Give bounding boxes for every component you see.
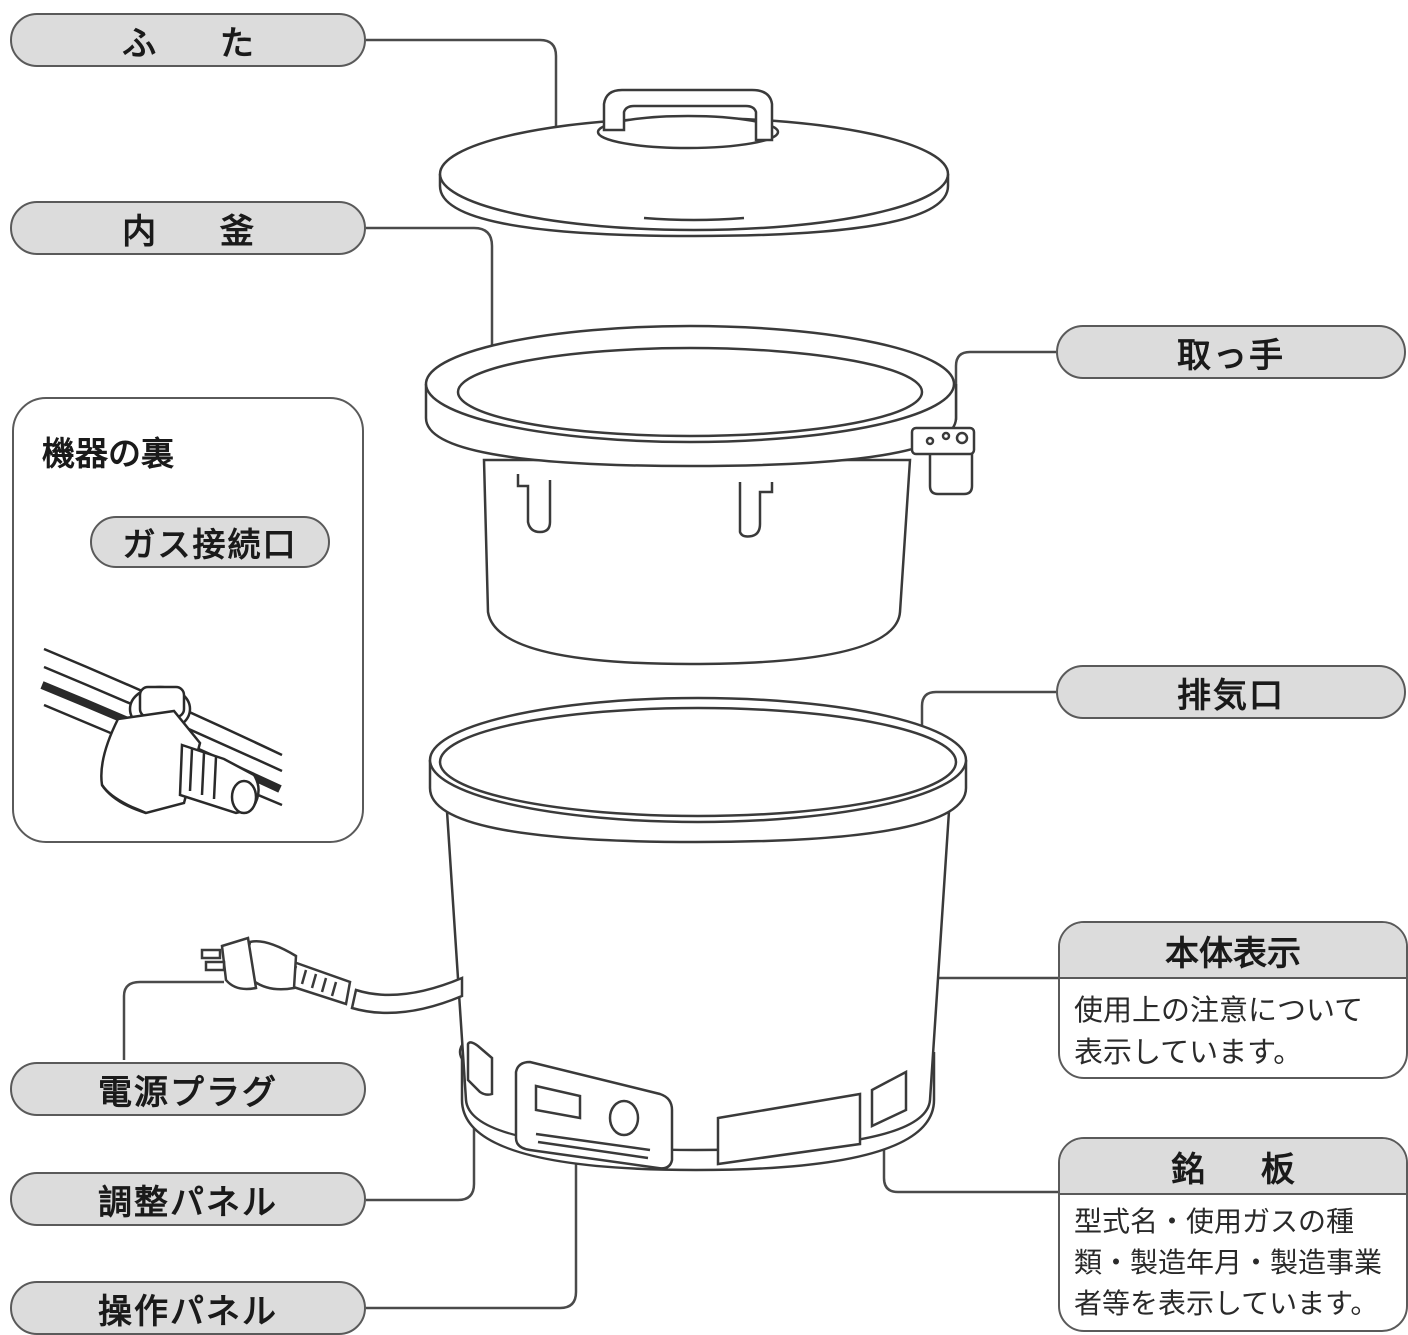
- nameplate-box: 銘 板 型式名・使用ガスの種 類・製造年月・製造事業 者等を表示しています。: [1058, 1137, 1408, 1332]
- leader-inner-pot: [366, 226, 494, 382]
- leader-nameplate: [882, 1118, 1058, 1194]
- nameplate-description: 型式名・使用ガスの種 類・製造年月・製造事業 者等を表示しています。: [1074, 1205, 1383, 1320]
- back-of-device-inset: 機器の裏 ガス接続口: [12, 397, 364, 843]
- leader-handle: [954, 350, 1056, 420]
- handle-label: 取っ手: [1056, 325, 1406, 379]
- inner-pot-label: 内 釜: [10, 201, 366, 255]
- lid-label: ふ た: [10, 13, 366, 67]
- nameplate-title: 銘 板: [1060, 1139, 1406, 1195]
- leader-lid: [366, 38, 558, 148]
- body-label-title: 本体表示: [1060, 923, 1406, 979]
- power-plug-drawing: [200, 936, 464, 1015]
- power-plug-label: 電源プラグ: [10, 1062, 366, 1116]
- leader-exhaust: [920, 690, 1056, 778]
- body-label-description: 使用上の注意について 表示しています。: [1074, 993, 1364, 1069]
- gas-inlet-label: ガス接続口: [90, 516, 330, 568]
- lid-drawing: [438, 88, 950, 238]
- adjust-panel-label: 調整パネル: [10, 1172, 366, 1226]
- leader-operation-panel: [366, 1152, 578, 1310]
- exhaust-label: 排気口: [1056, 665, 1406, 719]
- leader-adjust-panel: [366, 1086, 476, 1202]
- cooker-body-drawing: [428, 696, 968, 1172]
- leader-power-plug: [122, 980, 224, 1060]
- inset-title: 機器の裏: [42, 434, 174, 473]
- body-label-box: 本体表示 使用上の注意について 表示しています。: [1058, 921, 1408, 1079]
- gas-inlet-drawing: [40, 647, 283, 815]
- inner-pot-drawing: [424, 324, 976, 666]
- operation-panel-label: 操作パネル: [10, 1281, 366, 1335]
